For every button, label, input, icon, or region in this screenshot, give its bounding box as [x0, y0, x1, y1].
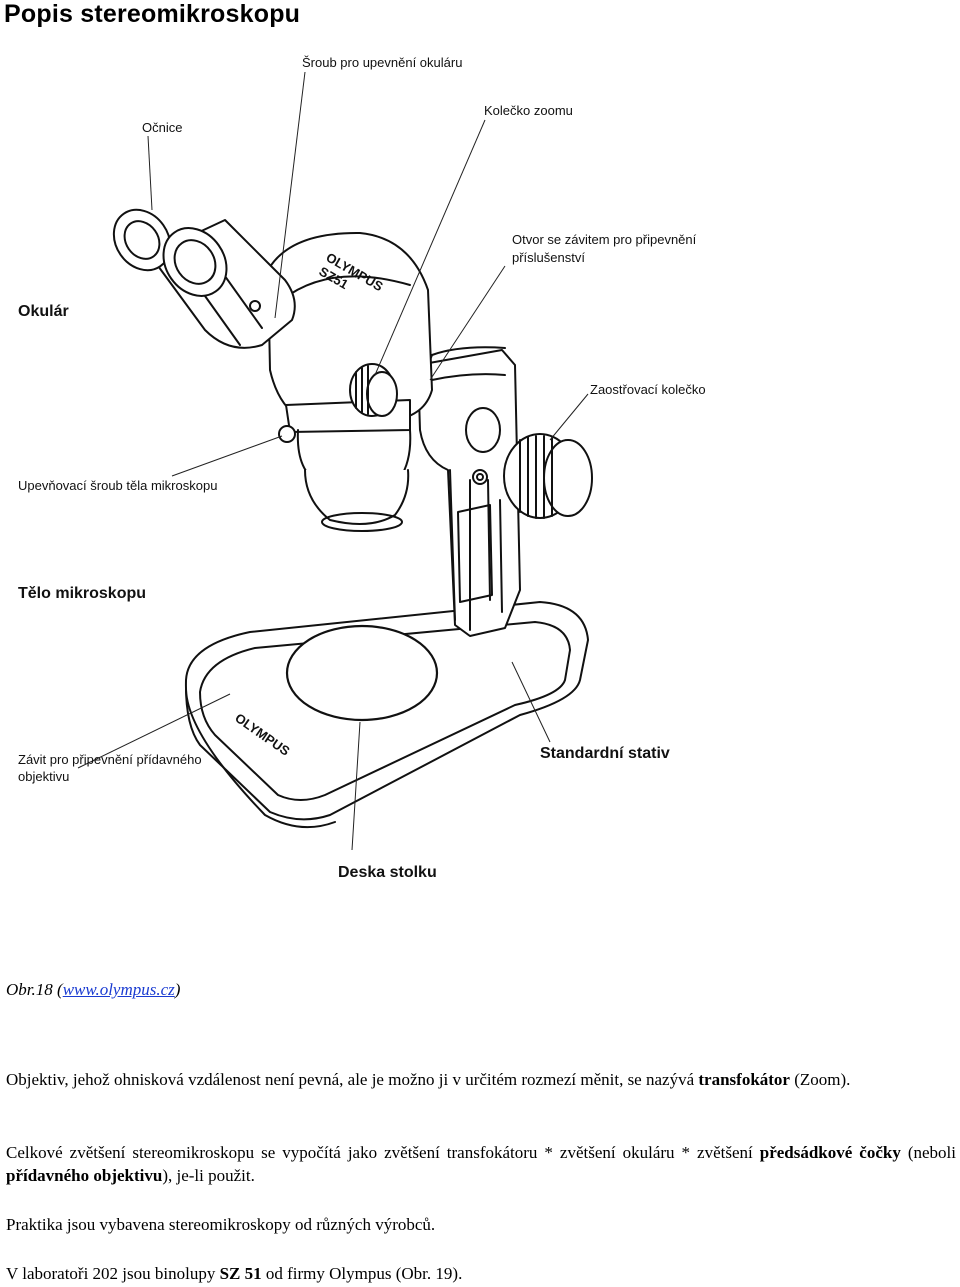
p2-tail: ), je-li použit. [162, 1166, 255, 1185]
microscope-diagram: OLYMPUS SZ51 OLYMPUS Šroub pro upevnění … [18, 55, 706, 881]
p1-bold: transfokátor [698, 1070, 790, 1089]
p4-bold: SZ 51 [219, 1264, 262, 1283]
label-standard-stand: Standardní stativ [540, 745, 670, 762]
p2-text: Celkové zvětšení stereomikroskopu se vyp… [6, 1143, 753, 1162]
caption-open: ( [57, 980, 63, 999]
label-aux-thread-1: Závit pro připevnění přídavného [18, 752, 202, 767]
focus-knob [503, 433, 593, 519]
caption-close: ) [174, 980, 181, 999]
label-accessory-hole-2: příslušenství [512, 250, 585, 265]
microscope-body [267, 231, 433, 532]
p1-tail: (Zoom). [789, 1070, 851, 1089]
label-eyecup: Očnice [142, 120, 182, 135]
stage-plate-disc [285, 624, 439, 722]
paragraph-lab: V laboratoři 202 jsou binolupy SZ 51 od … [6, 1262, 956, 1285]
label-eyepiece: Okulár [18, 303, 69, 320]
p4-pre: V laboratoři 202 jsou binolupy [6, 1264, 220, 1283]
label-eyepiece-screw: Šroub pro upevnění okuláru [302, 55, 462, 70]
figure-caption: Obr.18 (www.olympus.cz) [6, 980, 180, 1000]
zoom-knob [349, 363, 398, 417]
label-accessory-hole-1: Otvor se závitem pro připevnění [512, 232, 697, 247]
paragraph-magnification: Celkové zvětšení stereomikroskopu se vyp… [6, 1141, 956, 1187]
label-aux-thread-2: objektivu [18, 769, 69, 784]
label-body: Tělo mikroskopu [18, 585, 146, 602]
page-title: Popis stereomikroskopu [4, 0, 301, 28]
eyepiece-tubes [112, 208, 296, 349]
label-focus-knob: Zaostřovací kolečko [590, 382, 706, 397]
source-link[interactable]: www.olympus.cz [62, 980, 175, 999]
p4-tail: od firmy Olympus (Obr. 19). [261, 1264, 463, 1283]
p2-mid: (neboli [900, 1143, 957, 1162]
label-body-screw: Upevňovací šroub těla mikroskopu [18, 478, 217, 493]
caption-prefix: Obr.18 [6, 980, 53, 999]
p2-bold-1: předsádkové čočky [759, 1143, 901, 1162]
paragraph-practicals: Praktika jsou vybavena stereomikroskopy … [6, 1215, 436, 1234]
label-zoom-knob: Kolečko zoomu [484, 103, 573, 118]
label-stage-plate: Deska stolku [338, 864, 437, 881]
p2-bold-2: přídavného objektivu [6, 1166, 163, 1185]
stand-column [417, 346, 521, 637]
paragraph-transfokator: Objektiv, jehož ohnisková vzdálenost nen… [6, 1068, 956, 1091]
p1-text: Objektiv, jehož ohnisková vzdálenost nen… [6, 1070, 695, 1089]
